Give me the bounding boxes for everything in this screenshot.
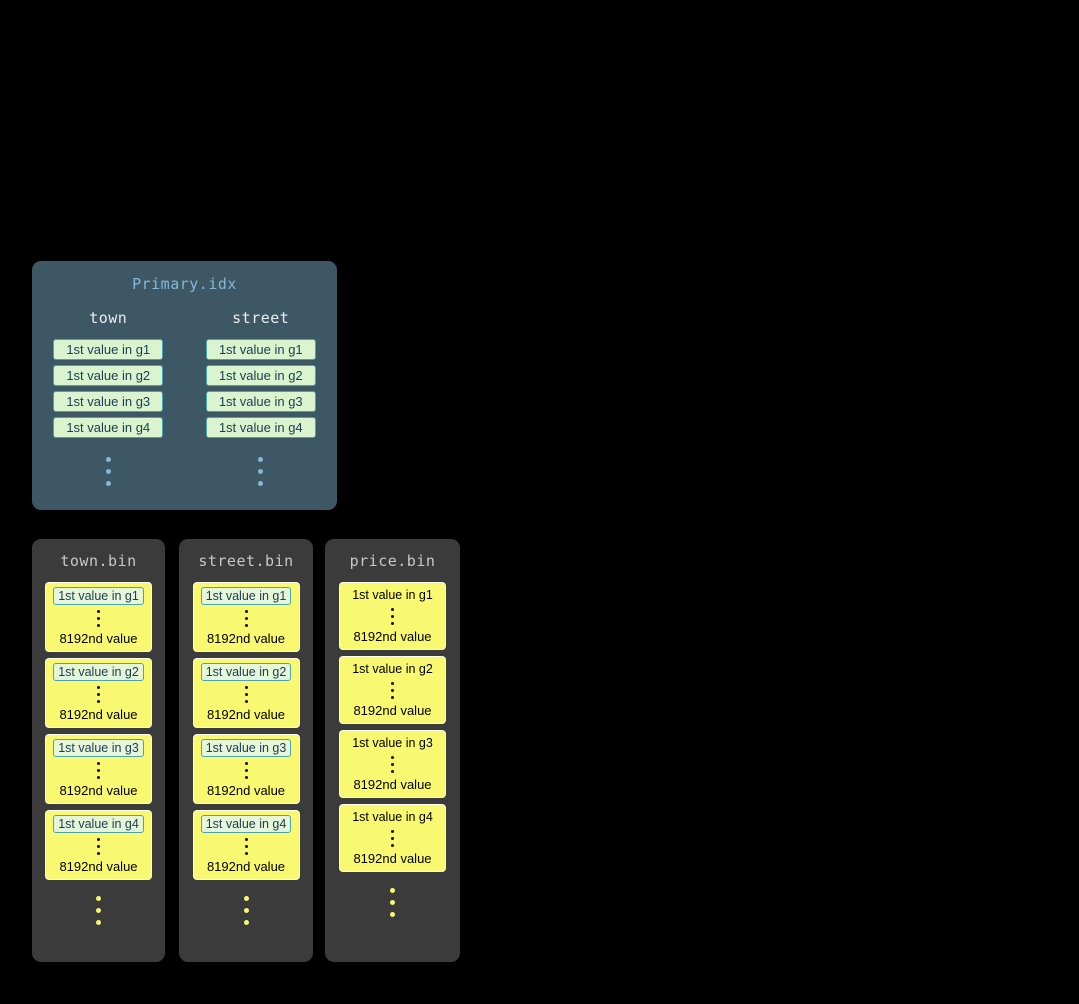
ellipsis-dots-icon xyxy=(391,828,394,849)
ellipsis-dots-icon xyxy=(258,453,264,489)
ellipsis-dots-icon xyxy=(390,884,395,920)
granule-last-value: 8192nd value xyxy=(206,631,286,646)
granule-first-value: 1st value in g4 xyxy=(53,815,144,833)
ellipsis-dots-icon xyxy=(391,606,394,627)
granule-last-value: 8192nd value xyxy=(353,777,432,792)
granule-block: 1st value in g4 8192nd value xyxy=(339,804,446,872)
primary-column-town: town 1st value in g1 1st value in g2 1st… xyxy=(53,309,164,489)
ellipsis-dots-icon xyxy=(391,754,394,775)
granule-first-value: 1st value in g1 xyxy=(53,587,144,605)
column-header-town: town xyxy=(89,309,128,327)
granule-first-value: 1st value in g3 xyxy=(53,739,144,757)
index-entry: 1st value in g2 xyxy=(53,365,164,386)
granule-first-value: 1st value in g4 xyxy=(200,815,292,833)
granule-block: 1st value in g4 8192nd value xyxy=(45,810,152,880)
granule-first-value: 1st value in g3 xyxy=(352,736,433,750)
granule-block: 1st value in g4 8192nd value xyxy=(192,810,300,880)
granule-last-value: 8192nd value xyxy=(59,859,138,874)
granule-first-value: 1st value in g1 xyxy=(352,588,433,602)
ellipsis-dots-icon xyxy=(244,760,248,781)
granule-first-value: 1st value in g1 xyxy=(200,587,292,605)
granule-block: 1st value in g2 8192nd value xyxy=(192,658,300,728)
ellipsis-dots-icon xyxy=(243,892,249,928)
granule-first-value: 1st value in g2 xyxy=(53,663,144,681)
ellipsis-dots-icon xyxy=(97,684,100,705)
ellipsis-dots-icon xyxy=(97,608,100,629)
ellipsis-dots-icon xyxy=(244,836,248,857)
primary-index-panel: Primary.idx town 1st value in g1 1st val… xyxy=(32,261,337,510)
granule-last-value: 8192nd value xyxy=(353,851,432,866)
granule-block: 1st value in g1 8192nd value xyxy=(339,582,446,650)
ellipsis-dots-icon xyxy=(96,892,101,928)
granule-last-value: 8192nd value xyxy=(353,703,432,718)
granule-last-value: 8192nd value xyxy=(59,631,138,646)
index-entry: 1st value in g2 xyxy=(205,365,316,386)
granule-last-value: 8192nd value xyxy=(59,783,138,798)
ellipsis-dots-icon xyxy=(105,453,111,489)
ellipsis-dots-icon xyxy=(244,684,248,705)
bin-panel-title: town.bin xyxy=(60,552,137,570)
primary-index-columns: town 1st value in g1 1st value in g2 1st… xyxy=(32,309,337,489)
index-entry: 1st value in g3 xyxy=(205,391,316,412)
granule-block: 1st value in g3 8192nd value xyxy=(339,730,446,798)
primary-index-title: Primary.idx xyxy=(132,275,237,293)
ellipsis-dots-icon xyxy=(244,608,248,629)
granule-first-value: 1st value in g4 xyxy=(352,810,433,824)
granule-block: 1st value in g2 8192nd value xyxy=(339,656,446,724)
granule-block: 1st value in g1 8192nd value xyxy=(45,582,152,652)
index-entry: 1st value in g4 xyxy=(205,417,316,438)
ellipsis-dots-icon xyxy=(97,836,100,857)
granule-last-value: 8192nd value xyxy=(206,783,286,798)
bin-panel-price: price.bin 1st value in g1 8192nd value 1… xyxy=(325,539,460,962)
granule-first-value: 1st value in g2 xyxy=(200,663,292,681)
granule-block: 1st value in g1 8192nd value xyxy=(192,582,300,652)
granule-first-value: 1st value in g2 xyxy=(352,662,433,676)
bin-panel-street: street.bin 1st value in g1 8192nd value … xyxy=(179,539,313,962)
granule-block: 1st value in g2 8192nd value xyxy=(45,658,152,728)
ellipsis-dots-icon xyxy=(97,760,100,781)
granule-last-value: 8192nd value xyxy=(59,707,138,722)
primary-column-street: street 1st value in g1 1st value in g2 1… xyxy=(205,309,316,489)
granule-last-value: 8192nd value xyxy=(206,859,286,874)
bin-panel-title: price.bin xyxy=(349,552,436,570)
granule-last-value: 8192nd value xyxy=(353,629,432,644)
index-entry: 1st value in g4 xyxy=(53,417,164,438)
index-entry: 1st value in g1 xyxy=(53,339,164,360)
granule-block: 1st value in g3 8192nd value xyxy=(45,734,152,804)
index-entry: 1st value in g3 xyxy=(53,391,164,412)
granule-first-value: 1st value in g3 xyxy=(200,739,292,757)
granule-last-value: 8192nd value xyxy=(206,707,286,722)
bin-panel-title: street.bin xyxy=(198,552,294,570)
index-entry: 1st value in g1 xyxy=(205,339,316,360)
granule-block: 1st value in g3 8192nd value xyxy=(192,734,300,804)
ellipsis-dots-icon xyxy=(391,680,394,701)
column-header-street: street xyxy=(232,309,290,327)
bin-panel-town: town.bin 1st value in g1 8192nd value 1s… xyxy=(32,539,165,962)
